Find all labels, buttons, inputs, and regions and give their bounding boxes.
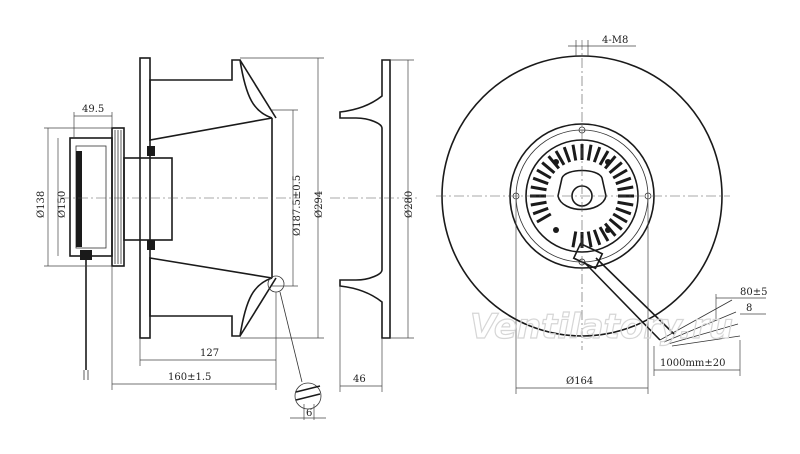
side-view: 49.5 Ø138 Ø150 Ø187.5±0.5 Ø294 (36, 57, 326, 420)
inlet-ring-profile (339, 59, 391, 339)
cooling-fin (554, 150, 566, 166)
dim-label-8: 8 (746, 303, 752, 314)
cooling-fin (615, 176, 632, 186)
inlet-ring-view: Ø280 46 (330, 59, 420, 392)
dim-wheel-diameter: Ø294 (240, 57, 325, 339)
cooling-fin (608, 161, 623, 175)
cooling-fin (592, 229, 602, 246)
cooling-fin (530, 200, 547, 207)
dim-label-6: 6 (306, 408, 312, 419)
dim-label-1000mm: 1000mm±20 (660, 358, 726, 369)
cooling-fin (617, 185, 634, 192)
cooling-fin (598, 150, 610, 166)
dim-label-d138: Ø138 (36, 191, 47, 218)
cooling-fin (598, 226, 610, 242)
dim-label-d280: Ø280 (404, 191, 415, 218)
dim-depth-127: 127 (139, 292, 277, 366)
cooling-fin (586, 144, 593, 161)
cooling-fin (571, 144, 578, 161)
cooling-fin (536, 168, 552, 180)
lower-blade (149, 257, 273, 337)
cooling-fin (532, 176, 549, 186)
cooling-fin (617, 200, 634, 207)
cooling-fin (541, 161, 556, 175)
dim-label-d187-5: Ø187.5±0.5 (292, 175, 303, 236)
dim-label-80: 80±5 (740, 287, 767, 298)
cooling-fin (562, 146, 572, 163)
upper-blade (149, 59, 273, 141)
detail-callout: 6 (279, 291, 326, 420)
cooling-fin (615, 206, 632, 216)
cooling-fin (592, 146, 602, 163)
cooling-fin (586, 231, 593, 248)
cooling-fin (608, 217, 623, 231)
motor-body (123, 157, 173, 241)
dim-label-d294: Ø294 (314, 191, 325, 218)
dim-label-d150: Ø150 (57, 191, 68, 218)
dim-label-d164: Ø164 (566, 376, 593, 387)
cooling-fin (612, 212, 628, 224)
cooling-fin (571, 231, 578, 248)
dim-depth-total: 160±1.5 (111, 266, 277, 390)
front-view: 4-M8 Ø164 80±5 8 1000mm±20 (436, 35, 767, 394)
cooling-fin (612, 168, 628, 180)
cooling-fin (536, 212, 552, 224)
dim-inlet-diameter: Ø187.5±0.5 (272, 109, 303, 287)
dim-label-127: 127 (200, 348, 219, 359)
dim-label-4-m8: 4-M8 (602, 35, 628, 46)
cable-upper (583, 261, 661, 341)
cooling-fin (532, 206, 549, 216)
motor-cooling-fins (530, 144, 634, 248)
mount-hole-right (644, 192, 652, 200)
watermark: Ventilatory.ru (470, 307, 733, 347)
cable-gland (572, 242, 604, 270)
dim-label-160: 160±1.5 (168, 372, 211, 383)
dim-label-46: 46 (353, 374, 366, 385)
cooling-fin (530, 185, 547, 192)
dim-hub-width: 49.5 (73, 104, 113, 138)
dim-motor-diameters: Ø138 Ø150 (36, 127, 112, 267)
cable-wires (659, 299, 741, 347)
dim-label-49-5: 49.5 (82, 104, 104, 115)
